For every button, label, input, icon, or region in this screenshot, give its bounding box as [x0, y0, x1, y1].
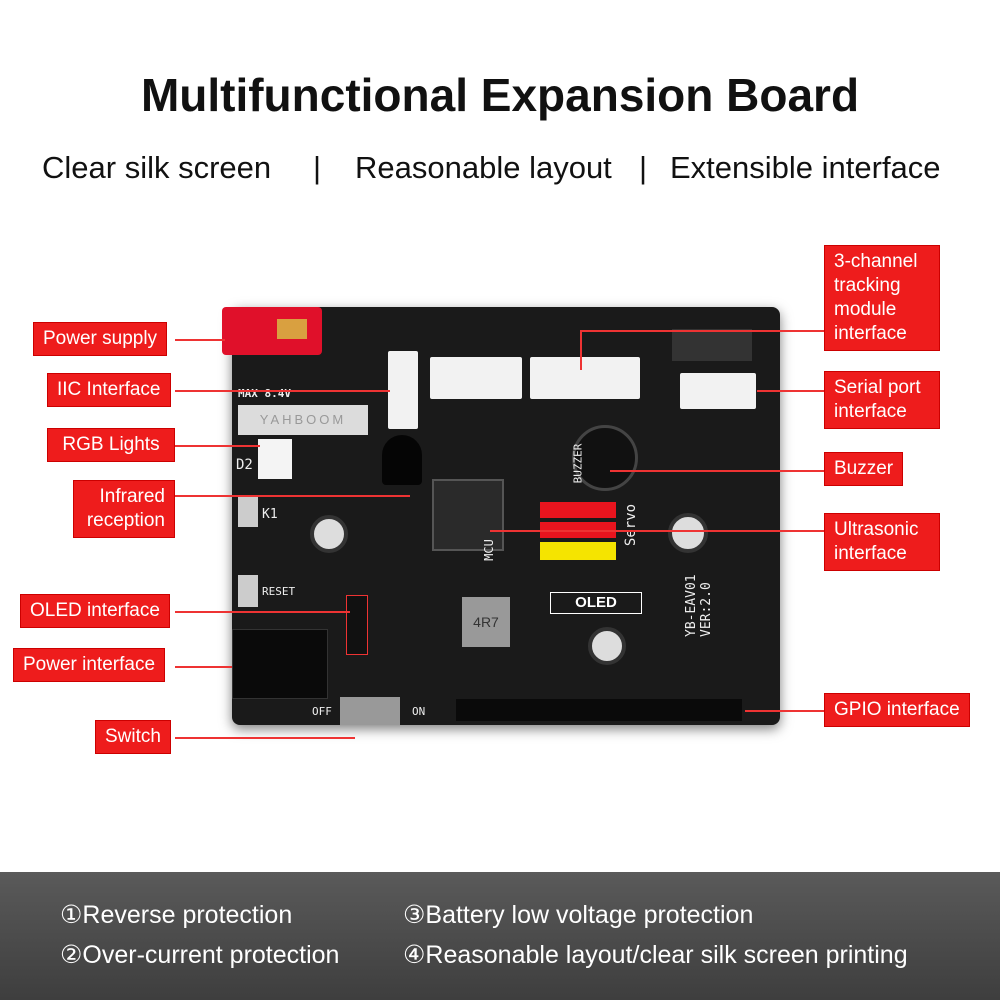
label-power-interface: Power interface [13, 648, 166, 682]
ir-receiver [382, 435, 422, 485]
subtitle-silk: Clear silk screen [42, 150, 272, 185]
subtitle-layout: Reasonable layout [355, 150, 612, 185]
label-rgb-lights: RGB Lights [47, 428, 175, 462]
label-buzzer: Buzzer [824, 452, 904, 486]
servo-pins-yellow [540, 542, 616, 560]
power-switch[interactable] [340, 697, 400, 725]
label-ultrasonic: Ultrasonic interface [824, 513, 940, 571]
iic-connector [388, 351, 418, 429]
feature-low-voltage: ③Battery low voltage protection [403, 901, 754, 929]
max-voltage-silk: MAX 8.4V [238, 387, 291, 400]
features-band [0, 872, 1000, 1000]
gpio-header [456, 699, 742, 721]
connector-pins [277, 319, 307, 339]
mcu-chip [432, 479, 504, 551]
label-serial-port: Serial port interface [824, 371, 940, 429]
label-power-supply: Power supply [33, 322, 168, 356]
leader-line [490, 530, 824, 532]
version-silk: YB-EAV01 VER:2.0 [684, 574, 714, 637]
subtitle-sep: | [639, 150, 648, 185]
buzzer [572, 425, 638, 491]
leader-line [757, 390, 824, 392]
oled-silk: OLED [550, 592, 642, 614]
feature-reverse-protection: ①Reverse protection [60, 901, 293, 929]
mcu-silk: MCU [481, 539, 496, 561]
capacitor [668, 513, 708, 553]
header [672, 329, 752, 361]
leader-line [175, 445, 260, 447]
power-connector [222, 307, 322, 355]
k1-silk: K1 [262, 507, 278, 522]
inductor: 4R7 [462, 597, 510, 647]
expansion-board: MAX 8.4V YAHBOOM D2 MCU BUZZER Servo K1 … [222, 307, 780, 725]
leader-line [175, 737, 355, 739]
rgb-led [258, 439, 292, 479]
off-silk: OFF [312, 705, 332, 718]
reset-button[interactable] [238, 575, 258, 607]
label-oled-interface: OLED interface [20, 594, 170, 628]
leader-line [175, 339, 225, 341]
capacitor [588, 627, 626, 665]
subtitle-interface: Extensible interface [670, 150, 941, 185]
leader-line [175, 495, 410, 497]
buzzer-silk: BUZZER [571, 443, 585, 484]
leader-line [175, 611, 350, 613]
dc-jack [232, 629, 328, 699]
leader-line [610, 470, 824, 472]
label-iic-interface: IIC Interface [47, 373, 171, 407]
subtitle-sep: | [313, 150, 322, 185]
leader-line [745, 710, 824, 712]
capacitor [310, 515, 348, 553]
label-tracking-interface: 3-channel tracking module interface [824, 245, 940, 351]
servo-pins-red [540, 502, 616, 518]
feature-over-current: ②Over-current protection [60, 941, 340, 969]
leader-line [580, 330, 824, 332]
tracking-connector [530, 357, 640, 399]
leader-line [175, 390, 390, 392]
leader-line [175, 666, 232, 668]
k1-button[interactable] [238, 495, 258, 527]
leader-line [580, 330, 582, 370]
reset-silk: RESET [262, 585, 296, 598]
label-gpio-interface: GPIO interface [824, 693, 970, 727]
label-switch: Switch [95, 720, 171, 754]
servo-silk: Servo [623, 503, 640, 547]
feature-layout: ④Reasonable layout/clear silk screen pri… [403, 941, 908, 969]
page-title: Multifunctional Expansion Board [140, 69, 860, 121]
oled-header [346, 595, 368, 655]
d2-silk: D2 [236, 457, 253, 473]
brand-plate: YAHBOOM [238, 405, 368, 435]
label-infrared-reception: Infrared reception [73, 480, 175, 538]
on-silk: ON [412, 705, 426, 718]
connector [430, 357, 522, 399]
serial-connector [680, 373, 756, 409]
